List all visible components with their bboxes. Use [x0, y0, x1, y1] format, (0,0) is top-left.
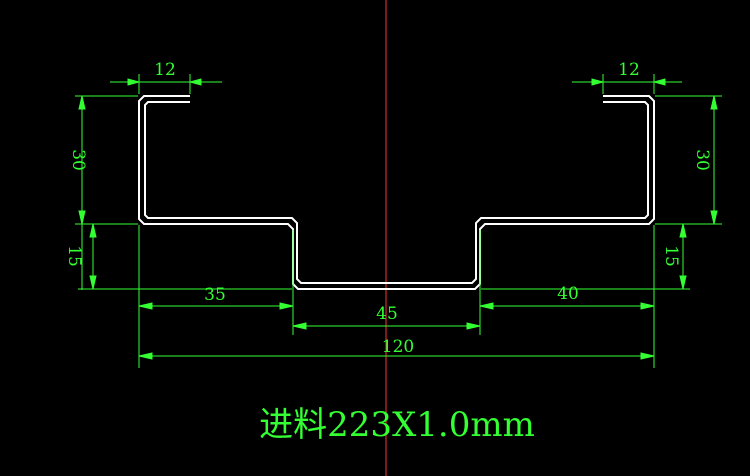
dim-right-step: 15 [661, 245, 681, 267]
profile-inner-line [144, 101, 649, 284]
profile-outer-line [138, 95, 655, 290]
dim-right-width: 40 [557, 284, 579, 304]
dim-top-left-flange: 12 [154, 60, 176, 80]
dim-center-width: 45 [376, 304, 398, 324]
dim-left-height: 30 [68, 149, 88, 171]
dim-left-step: 15 [64, 245, 84, 267]
dim-right-height: 30 [692, 149, 712, 171]
material-title: 进料223X1.0mm [259, 405, 535, 445]
dim-total-width: 120 [382, 337, 414, 357]
dim-top-right-flange: 12 [618, 60, 640, 80]
dim-left-width: 35 [204, 285, 226, 305]
dimension-lines [75, 74, 722, 368]
profile-shape [138, 95, 655, 290]
